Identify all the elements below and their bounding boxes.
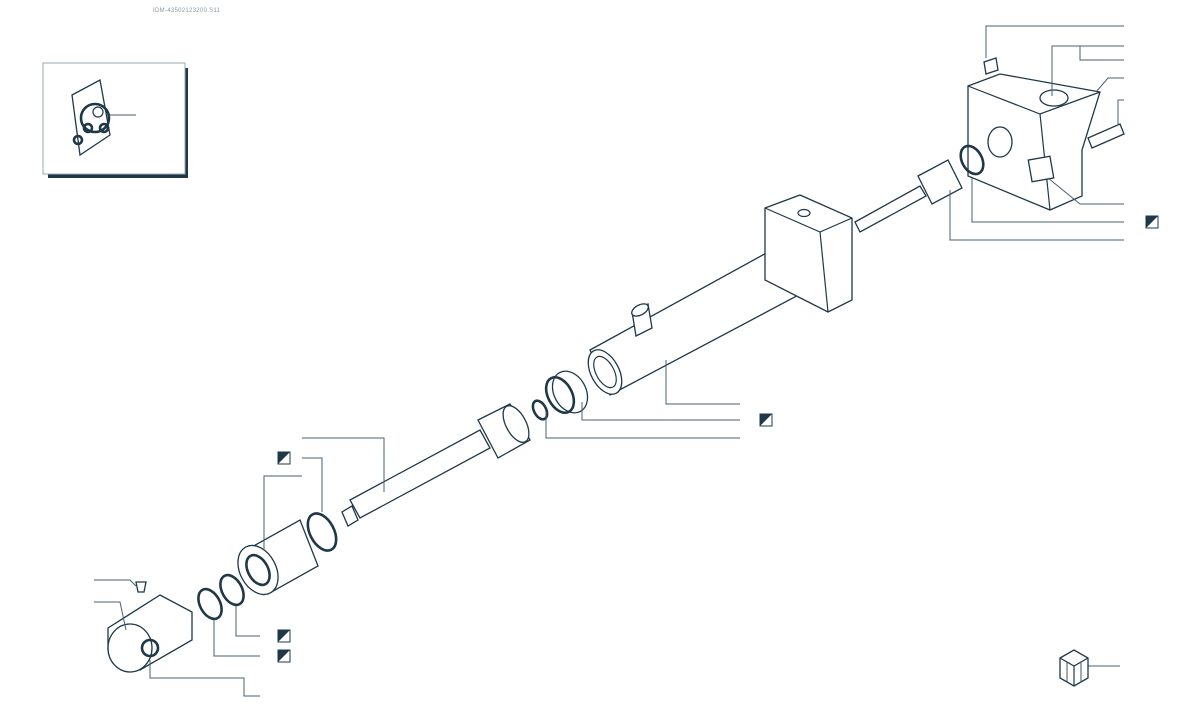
piston-rod[interactable] [302, 402, 534, 556]
half-filled-square-icon [759, 413, 773, 427]
rod-eye[interactable] [107, 581, 193, 673]
half-filled-square-icon [1145, 215, 1159, 229]
half-filled-square-icon [277, 629, 291, 643]
document-id: IDM-43502123200 S11 [153, 8, 221, 14]
half-filled-square-icon [277, 451, 291, 465]
leader-lines [94, 25, 1124, 697]
overview-thumbnail[interactable] [42, 62, 188, 178]
guide-nut[interactable] [530, 365, 594, 422]
valve-block[interactable] [854, 57, 1125, 233]
cylinder-barrel[interactable] [581, 194, 853, 400]
half-filled-square-icon [277, 649, 291, 663]
cube-icon[interactable] [1059, 649, 1089, 687]
gland[interactable] [194, 519, 319, 623]
